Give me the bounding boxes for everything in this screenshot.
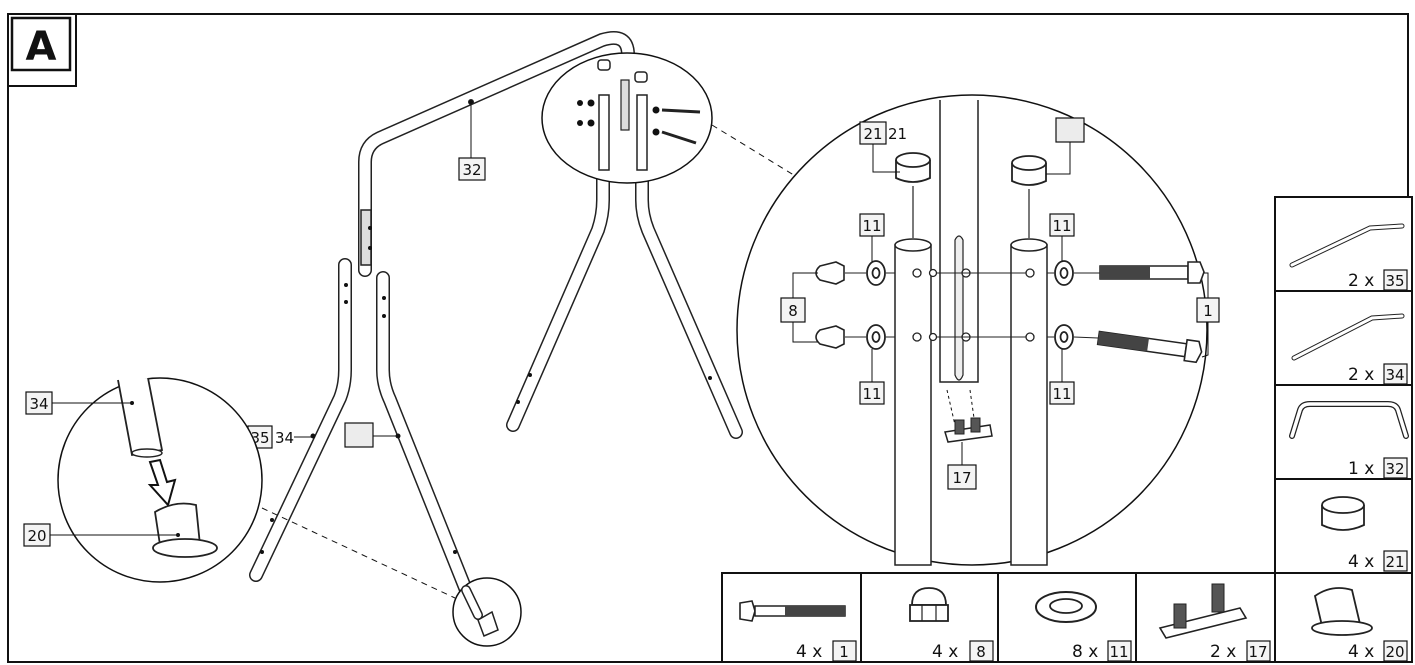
right-a-frame: [506, 88, 743, 439]
top-joint-detail-circle: [541, 52, 713, 184]
part-34-num: 34: [1385, 366, 1404, 384]
part-11-num: 11: [1109, 643, 1128, 661]
callout-21-suffix: 21: [888, 125, 907, 143]
callout-11-top-left-label: 11: [862, 217, 881, 235]
part-21-cell: 4 x 21: [1321, 496, 1408, 572]
part-1-cell: 4 x 1: [739, 600, 857, 662]
callout-8-label: 8: [788, 302, 798, 320]
part-20-num: 20: [1385, 643, 1404, 661]
bolts-1: [1073, 261, 1205, 364]
part-32-qty: 1 x: [1348, 459, 1374, 479]
cap-nuts-8: [815, 261, 845, 349]
callout-20: 20: [23, 523, 180, 547]
callout-11-top-left: 11: [859, 213, 885, 262]
joint-detail-circle: 21 21 8: [736, 94, 1220, 566]
callout-35-34-suffix: 34: [275, 429, 294, 447]
callout-11-top-right: 11: [1049, 213, 1075, 262]
part-17-num: 17: [1248, 643, 1267, 661]
dashed-leader-foot: [261, 507, 456, 599]
step-letter: A: [26, 24, 57, 70]
callout-11-top-right-label: 11: [1052, 217, 1071, 235]
part-34-qty: 2 x: [1348, 365, 1374, 385]
top-bar-part-32: [358, 30, 635, 277]
callout-32: 32: [458, 104, 486, 181]
part-32-cell: 1 x 32: [1289, 401, 1409, 479]
part-8-cell: 4 x 8: [909, 587, 994, 662]
part-1-qty: 4 x: [796, 642, 822, 662]
washers-11: [866, 260, 1074, 350]
callout-17-label: 17: [952, 469, 971, 487]
part-32-num: 32: [1385, 460, 1404, 478]
callout-32-label: 32: [462, 161, 481, 179]
callout-11-bottom-right: 11: [1049, 349, 1075, 405]
callout-20-label: 20: [27, 527, 46, 545]
callout-11-bottom-left-label: 11: [862, 385, 881, 403]
part-8-num: 8: [976, 643, 986, 661]
front-legs: [249, 258, 477, 607]
callout-17: 17: [947, 464, 977, 490]
part-11-cell: 8 x 11: [1035, 591, 1132, 662]
part-34-cell: 2 x 34: [1291, 313, 1408, 385]
part-20-qty: 4 x: [1348, 642, 1374, 662]
part-21-num: 21: [1385, 553, 1404, 571]
callout-blank-cap: [1046, 117, 1085, 175]
down-arrow-icon: [147, 458, 177, 508]
callout-11-bottom-right-label: 11: [1052, 385, 1071, 403]
foot-detail-circle: [57, 377, 263, 583]
callout-34: 34: [25, 391, 134, 415]
callout-11-bottom-left: 11: [859, 349, 885, 405]
callout-8: 8: [780, 272, 818, 343]
part-21-qty: 4 x: [1348, 552, 1374, 572]
callout-21-label: 21: [863, 125, 882, 143]
parts-column: 2 x 35 2 x 34 1 x 32 4 x 21: [1274, 196, 1413, 574]
cap-parts-21: [895, 152, 1047, 238]
part-20-cell: 4 x 20: [1311, 587, 1408, 662]
bracket-17: [944, 389, 993, 465]
detail-tubes: [894, 100, 1048, 566]
part-17-qty: 2 x: [1210, 642, 1236, 662]
part-35-num: 35: [1385, 272, 1404, 290]
callout-blank-leg: [344, 422, 396, 448]
part-17-cell: 2 x 17: [1158, 583, 1271, 662]
part-11-qty: 8 x: [1072, 642, 1098, 662]
callout-21: 21 21: [859, 121, 907, 173]
step-badge: A: [8, 14, 77, 87]
top-bar-joint: [360, 209, 372, 266]
callout-1: 1: [1196, 272, 1220, 358]
part-35-qty: 2 x: [1348, 271, 1374, 291]
part-1-num: 1: [839, 643, 849, 661]
callout-34-label: 34: [29, 395, 48, 413]
part-35-cell: 2 x 35: [1289, 223, 1408, 291]
callout-35-34: 35 34: [247, 425, 311, 449]
parts-row: 4 x 1 4 x 8 8 x 11 2 x: [721, 572, 1413, 663]
foot-detail-small: [452, 577, 522, 647]
part-8-qty: 4 x: [932, 642, 958, 662]
callout-1-label: 1: [1203, 302, 1213, 320]
